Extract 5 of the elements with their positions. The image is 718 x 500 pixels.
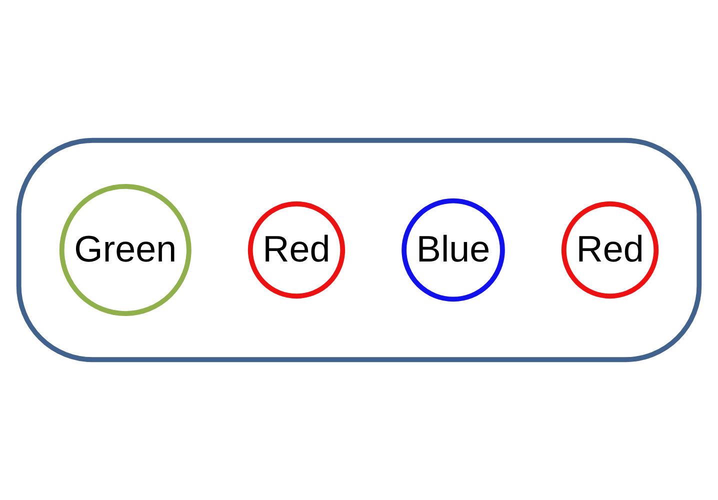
node-circle: Green: [59, 184, 192, 316]
cluster: [16, 138, 702, 362]
node-circle: Blue: [402, 198, 505, 302]
node-circle: Red: [561, 201, 659, 299]
node-circle: Red: [248, 201, 346, 299]
